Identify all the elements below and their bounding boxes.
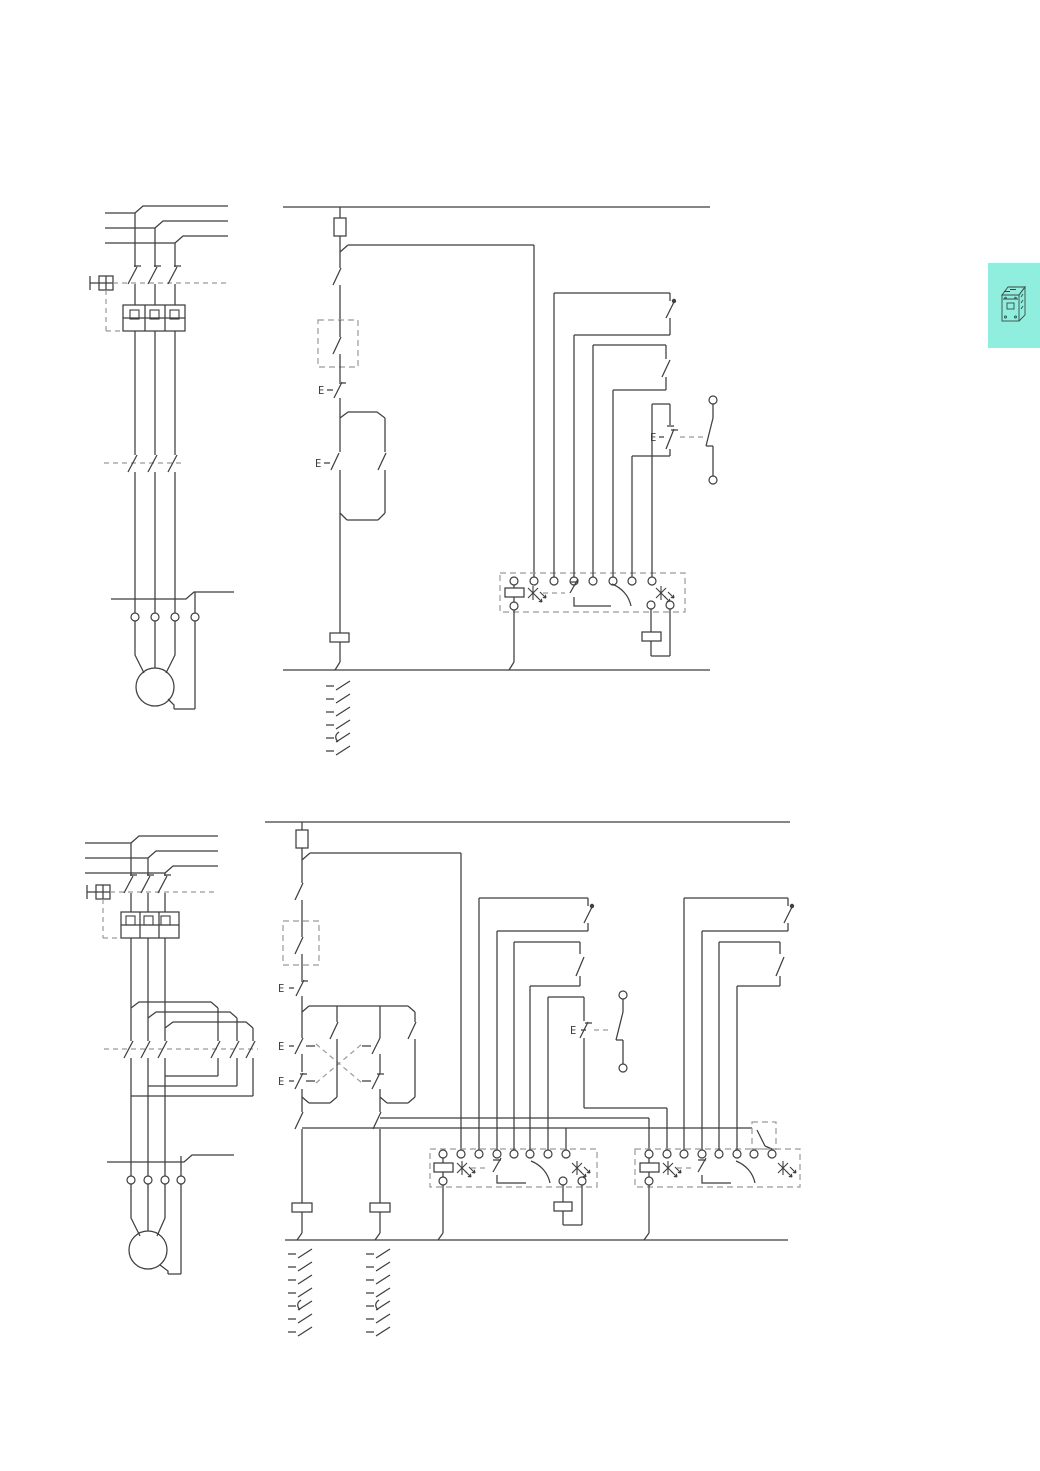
- aux-loop-1: [553, 292, 677, 577]
- chapter-tab: [988, 263, 1040, 348]
- optional-link-box: [751, 1121, 777, 1150]
- module-terminals: [644, 1149, 777, 1159]
- function-module-box: [499, 572, 686, 613]
- reversing-control-diagram: E E E: [265, 821, 801, 1337]
- module-terminals: [438, 1149, 571, 1159]
- reversing-branch-loop: [130, 1001, 254, 1041]
- led-indicator-icon: [655, 586, 675, 603]
- fuse-symbol: [295, 822, 309, 860]
- contactor-contacts-row: [104, 1040, 258, 1059]
- module-relay-coil: [639, 1162, 660, 1173]
- module-relay-coil: [504, 587, 525, 598]
- stop-chain: E: [547, 990, 668, 1150]
- emergency-label: E: [278, 983, 284, 995]
- circuit-breaker-symbol: [86, 874, 218, 939]
- module-to-rail: [508, 610, 515, 671]
- led-indicator-icon: [571, 1161, 591, 1178]
- module1-aux-loops: [478, 897, 595, 1150]
- motor-icon: [128, 1184, 182, 1275]
- start-reverse-label: E: [278, 1076, 284, 1088]
- accessory-contact-stack-1: [288, 1248, 313, 1337]
- aux-contact: [332, 252, 342, 320]
- module-contacts: [492, 1157, 551, 1184]
- module-contacts: [569, 578, 632, 607]
- aux-loop-2: [592, 344, 671, 577]
- remote-switch: [705, 395, 718, 485]
- supply-branch: [301, 852, 462, 1150]
- optional-contact-box: [282, 920, 320, 980]
- overload-relay-symbol: [122, 284, 186, 332]
- led-indicator-icon: [456, 1161, 476, 1178]
- led-indicator-icon: [777, 1161, 797, 1178]
- optional-contact-box: [317, 319, 359, 382]
- function-module-box-1: [429, 1148, 598, 1188]
- interlock-branch: E E: [278, 1005, 417, 1104]
- dol-power-diagram: [89, 205, 234, 710]
- led-indicator-icon: [662, 1161, 682, 1178]
- contactor-product-icon: [1001, 285, 1026, 322]
- module-terminals: [509, 576, 657, 586]
- function-module-box-2: [634, 1148, 801, 1188]
- contactor-contacts: [104, 454, 182, 473]
- remote-stop-loop: E: [631, 395, 718, 577]
- reversing-power-diagram: [85, 835, 258, 1275]
- led-indicator-icon: [527, 586, 547, 603]
- supply-lines: [85, 835, 218, 876]
- emergency-stop-button: E: [278, 979, 308, 1012]
- module2-to-rail: [643, 1185, 650, 1241]
- module-relay-coil: [433, 1162, 454, 1173]
- accessory-contact-stack-2: [366, 1248, 391, 1337]
- terminal-circles: [126, 1175, 186, 1185]
- module2-aux-loops: [683, 897, 795, 1150]
- remote-switch: [615, 990, 628, 1073]
- module-contacts: [697, 1157, 756, 1184]
- coil-branch-left: [291, 1097, 313, 1241]
- separator-rail: [111, 591, 234, 613]
- terminal-circles: [130, 612, 200, 622]
- start-latch-branch: E: [315, 411, 387, 633]
- coil-branch-right: [369, 1097, 391, 1241]
- start-forward-label: E: [278, 1041, 284, 1053]
- pole-wires: [130, 1058, 166, 1176]
- module1-to-rail: [437, 1185, 444, 1241]
- coil-below-module: [641, 609, 671, 657]
- emergency-label: E: [650, 432, 656, 444]
- overload-relay-symbol: [120, 893, 180, 939]
- supply-lines: [105, 205, 228, 267]
- circuit-breaker-symbol: [89, 265, 228, 332]
- supply-branch: [339, 244, 535, 577]
- emergency-label: E: [570, 1025, 576, 1037]
- fuse-symbol: [333, 207, 347, 252]
- motor-icon: [134, 621, 196, 710]
- contactor-coil: [329, 632, 350, 671]
- separator-rail: [107, 1154, 234, 1176]
- accessory-contact-stack: [326, 680, 351, 756]
- dol-control-diagram: E E: [283, 206, 718, 756]
- link-wire: [302, 1127, 752, 1150]
- pole-wires: [134, 331, 176, 455]
- start-label: E: [315, 458, 321, 470]
- emergency-stop-button: E: [318, 381, 346, 415]
- coil-below-module-1: [553, 1185, 583, 1226]
- pole-wires: [130, 938, 166, 1041]
- aux-contact: [294, 860, 304, 921]
- emergency-label: E: [318, 385, 324, 397]
- phase-swap-returns: [131, 1058, 254, 1097]
- pole-wires: [134, 472, 176, 613]
